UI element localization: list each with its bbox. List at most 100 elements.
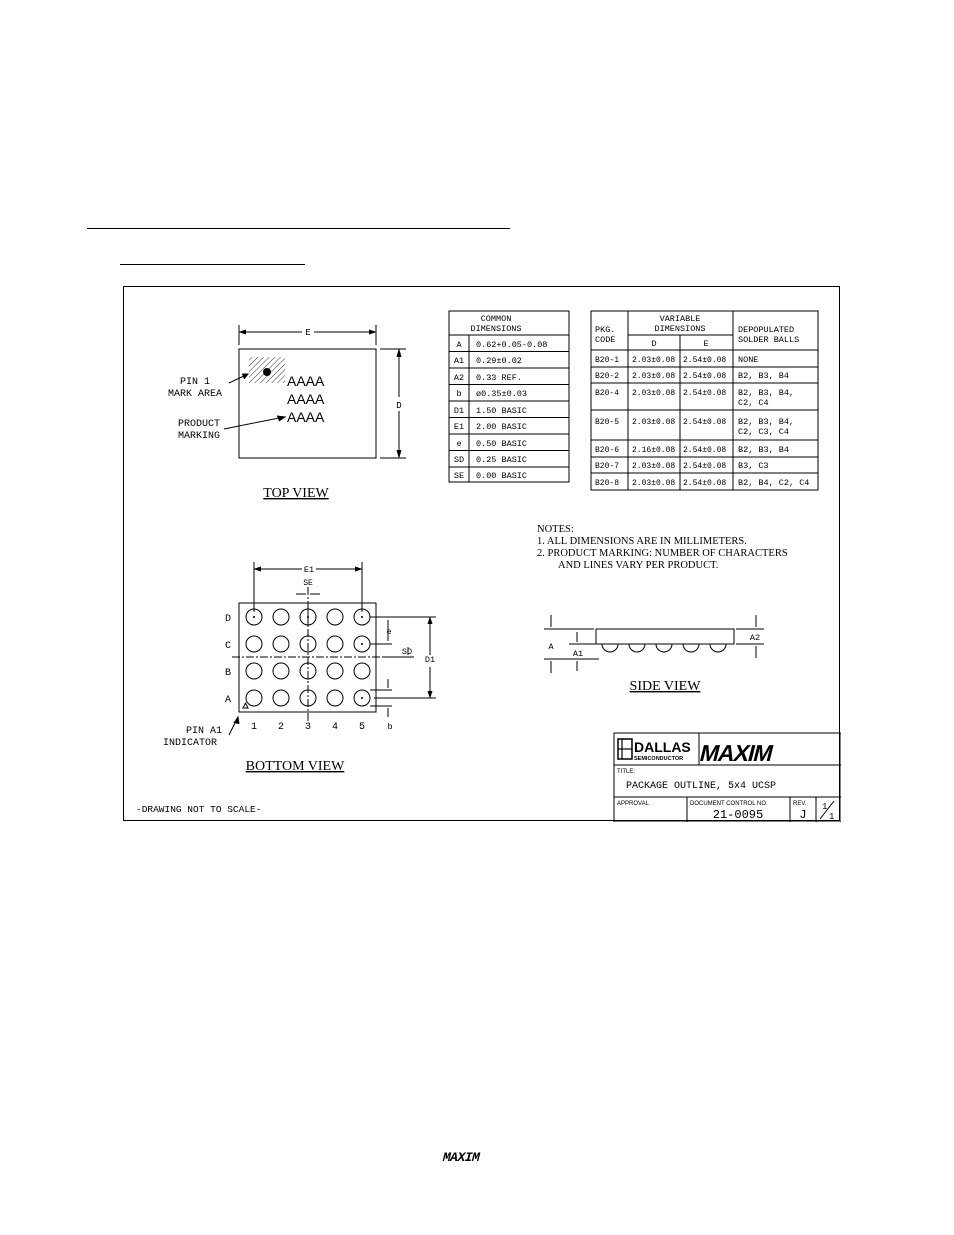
top-view-title: TOP VIEW — [263, 486, 329, 501]
side-view — [544, 615, 764, 673]
pin1-dot — [263, 368, 271, 376]
depopulated-balls: C2, C4 — [738, 398, 769, 408]
heading-rule-long — [87, 228, 510, 229]
package-drawing-frame: E D PIN 1 MARK AREA PRODUCT MARKING AAAA… — [123, 286, 842, 823]
bottom-view — [228, 562, 436, 736]
row-label-a: A — [225, 695, 231, 706]
common-dim-symbol: SD — [454, 455, 464, 465]
col-d-header: D — [651, 339, 656, 349]
package-side-outline — [595, 628, 735, 645]
dim-sd-label: SD — [402, 647, 412, 657]
footer-maxim-wordmark: MAXIM — [441, 1150, 482, 1163]
package-top-outline — [238, 348, 377, 459]
depopulated-balls: B2, B3, B4, — [738, 417, 794, 427]
pkg-d-value: 2.03±0.08 — [632, 372, 675, 381]
common-dim-value: 0.25 BASIC — [476, 455, 527, 465]
col-label-1: 1 — [251, 722, 257, 733]
pkg-e-value: 2.54±0.08 — [683, 479, 726, 488]
heading-rule-short — [120, 264, 305, 265]
common-dim-value: 1.50 BASIC — [476, 406, 527, 416]
bottom-view-title: BOTTOM VIEW — [246, 759, 345, 774]
drawing-not-to-scale: -DRAWING NOT TO SCALE- — [136, 804, 261, 815]
footer-maxim-logo: MAXIM — [441, 1149, 505, 1168]
semiconductor-wordmark: SEMICONDUCTOR — [634, 756, 683, 762]
pkg-e-value: 2.54±0.08 — [683, 356, 726, 365]
pin-a1-label-line1: PIN A1 — [186, 726, 222, 737]
col-label-5: 5 — [359, 722, 365, 733]
pkg-code: B20-6 — [595, 446, 619, 455]
col-e-header: E — [703, 339, 708, 349]
pkg-d-value: 2.16±0.08 — [632, 446, 675, 455]
common-dims-header-2: DIMENSIONS — [470, 324, 521, 334]
side-dim-a1: A1 — [573, 649, 583, 659]
side-dim-a2: A2 — [750, 633, 760, 643]
document-control-number: 21-0095 — [713, 808, 763, 822]
common-dim-value: 0.50 BASIC — [476, 439, 527, 449]
variable-dims-header-1: VARIABLE — [660, 314, 701, 324]
dallas-wordmark: DALLAS — [634, 739, 691, 755]
product-marking-line3: AAAA — [287, 409, 325, 425]
common-dim-symbol: e — [456, 439, 461, 449]
sheet-number: 1 — [822, 802, 827, 812]
document-control-label: DOCUMENT CONTROL NO. — [690, 801, 768, 807]
common-dim-value: 0.00 BASIC — [476, 471, 527, 481]
dim-se-label: SE — [303, 579, 313, 588]
title-label: TITLE: — [617, 769, 635, 775]
variable-dimensions-table — [590, 310, 819, 491]
common-dim-symbol: b — [456, 389, 461, 399]
col-label-2: 2 — [278, 722, 284, 733]
row-label-d: D — [225, 614, 231, 625]
pin-a1-label-line2: INDICATOR — [163, 738, 217, 749]
pkg-d-value: 2.03±0.08 — [632, 479, 675, 488]
product-label-line2: MARKING — [178, 431, 220, 442]
notes-line-2: 2. PRODUCT MARKING: NUMBER OF CHARACTERS — [537, 548, 788, 559]
pkg-e-value: 2.54±0.08 — [683, 389, 726, 398]
revision-letter: J — [799, 808, 806, 822]
maxim-logo: MAXIM — [697, 740, 775, 766]
pkg-e-value: 2.54±0.08 — [683, 446, 726, 455]
common-dim-symbol: A1 — [454, 356, 464, 366]
notes-line-1: 1. ALL DIMENSIONS ARE IN MILLIMETERS. — [537, 536, 747, 547]
depopulated-balls: B3, C3 — [738, 461, 769, 471]
common-dim-symbol: A — [456, 340, 462, 350]
common-dim-symbol: E1 — [454, 422, 464, 432]
pkg-e-value: 2.54±0.08 — [683, 418, 726, 427]
sheet-fraction-bar — [819, 800, 835, 820]
common-dim-value: ø0.35±0.03 — [476, 389, 527, 399]
dim-e1-label: E1 — [304, 565, 314, 575]
side-dim-a: A — [548, 642, 554, 652]
dallas-logo: DALLAS SEMICONDUCTOR — [617, 738, 691, 762]
common-dim-value: 0.29±0.02 — [476, 356, 522, 366]
ball-center-dots — [253, 616, 363, 699]
side-view-title: SIDE VIEW — [630, 679, 702, 694]
pkg-code: B20-5 — [595, 418, 619, 427]
common-dim-symbol: A2 — [454, 373, 464, 383]
dim-b-label: b — [387, 722, 392, 732]
depopulated-balls: B2, B3, B4, — [738, 388, 794, 398]
common-dim-value: 0.62+0.05-0.08 — [476, 340, 547, 350]
maxim-wordmark: MAXIM — [697, 740, 775, 766]
package-drawing: E D PIN 1 MARK AREA PRODUCT MARKING AAAA… — [136, 310, 842, 823]
top-view — [223, 325, 406, 459]
pkg-e-value: 2.54±0.08 — [683, 372, 726, 381]
pkg-code: B20-1 — [595, 356, 619, 365]
pkg-d-value: 2.03±0.08 — [632, 418, 675, 427]
pkg-code-header-2: CODE — [595, 335, 615, 345]
pkg-code: B20-8 — [595, 479, 619, 488]
row-label-c: C — [225, 641, 231, 652]
col-label-4: 4 — [332, 722, 338, 733]
row-label-b: B — [225, 668, 231, 679]
pin1-label-line2: MARK AREA — [168, 389, 222, 400]
pkg-e-value: 2.54±0.08 — [683, 462, 726, 471]
product-label-line1: PRODUCT — [178, 419, 220, 430]
product-marking-line1: AAAA — [287, 373, 325, 389]
pkg-code-header-1: PKG. — [595, 325, 615, 335]
pkg-d-value: 2.03±0.08 — [632, 389, 675, 398]
depopulated-balls: B2, B3, B4 — [738, 445, 789, 455]
pkg-d-value: 2.03±0.08 — [632, 356, 675, 365]
depopulated-balls: NONE — [738, 355, 758, 365]
col-label-3: 3 — [305, 722, 311, 733]
common-dim-value: 2.00 BASIC — [476, 422, 527, 432]
depopulated-balls: B2, B3, B4 — [738, 371, 789, 381]
sheet-total: 1 — [829, 812, 834, 822]
